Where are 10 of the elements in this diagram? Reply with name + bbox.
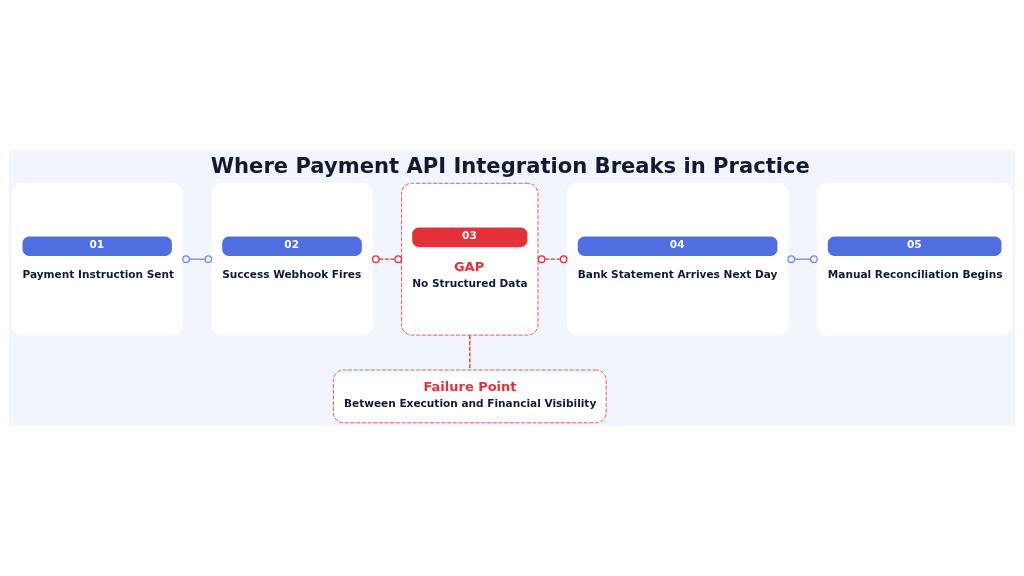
- node-box: 01 Payment Instruction Sent: [11, 182, 183, 336]
- connector: [537, 255, 568, 264]
- node-box: 03 GAP No Structured Data: [401, 182, 539, 336]
- diagram-title: Where Payment API Integration Breaks in Practice: [210, 152, 810, 178]
- connector: [469, 334, 471, 371]
- node-box: Failure Point Between Execution and Financial Visibility: [333, 369, 607, 424]
- node-box: 02 Success Webhook Fires: [211, 182, 373, 336]
- node-box: 05 Manual Reconciliation Begins: [816, 182, 1013, 336]
- connector: [371, 255, 403, 264]
- node-box: 04 Bank Statement Arrives Next Day: [566, 182, 789, 336]
